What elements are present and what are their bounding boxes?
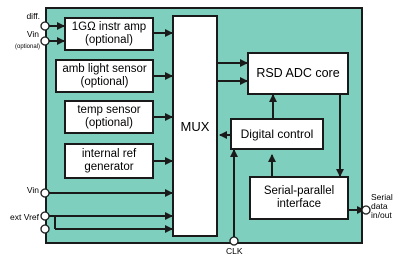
temp-sensor-label: temp sensor [77, 104, 141, 116]
internal-ref-label: internal ref [81, 148, 137, 160]
serial-parallel-label-2: interface [276, 198, 322, 210]
pin-serial-data [361, 205, 371, 215]
instr-amp-block: 1GΩ instr amp (optional) [64, 17, 154, 51]
serial-data-line-2: data [371, 201, 388, 211]
internal-ref-block: internal ref generator [64, 143, 154, 179]
pin-ext-vref-2 [40, 224, 50, 234]
temp-sensor-note: (optional) [85, 117, 133, 129]
pin-ext-vref [40, 211, 50, 221]
pin-label-clk: CLK [226, 246, 243, 256]
digital-control-label: Digital control [240, 126, 314, 141]
amb-light-sensor-block: amb light sensor (optional) [55, 59, 154, 93]
adc-core-block: RSD ADC core [247, 52, 349, 95]
pin-label-vin-bottom: Vin [26, 185, 39, 195]
adc-core-label: RSD ADC core [256, 66, 340, 80]
pin-vin-bottom [40, 188, 50, 198]
serial-parallel-label: Serial-parallel [263, 185, 335, 197]
serial-data-line-1: Serial [371, 192, 393, 202]
pin-label-ext-vref: ext Vref [10, 212, 39, 222]
amb-light-note: (optional) [80, 76, 129, 88]
pin-label-vin-top-note: (optional) [14, 44, 40, 50]
digital-control-block: Digital control [230, 118, 324, 150]
pin-label-vin-top: Vin [26, 29, 39, 39]
pin-clk [229, 236, 239, 246]
mux-label: MUX [180, 118, 210, 134]
temp-sensor-block: temp sensor (optional) [64, 100, 154, 134]
amb-light-label: amb light sensor [62, 63, 147, 75]
serial-parallel-block: Serial-parallel interface [249, 176, 349, 220]
pin-label-serial-data: Serial data in/out [371, 193, 393, 220]
mux-block: MUX [172, 15, 218, 237]
internal-ref-label-2: generator [84, 161, 134, 173]
pin-diff [40, 21, 50, 31]
pin-label-diff: diff. [26, 11, 40, 21]
serial-data-line-3: in/out [371, 210, 392, 220]
instr-amp-label: 1GΩ instr amp [71, 21, 147, 33]
pin-vin-top [40, 36, 50, 46]
instr-amp-note: (optional) [85, 34, 133, 46]
